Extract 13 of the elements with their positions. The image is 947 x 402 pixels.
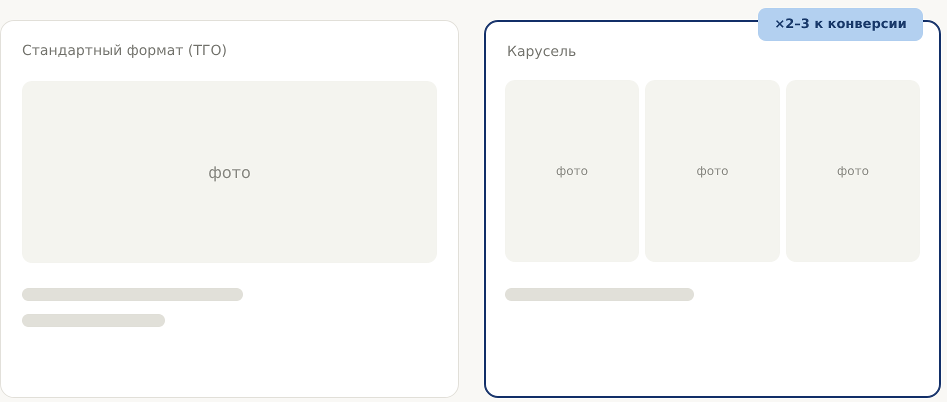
photo-caption: фото xyxy=(837,164,869,178)
photo-caption: фото xyxy=(696,164,728,178)
photo-caption: фото xyxy=(556,164,588,178)
text-placeholder-bar xyxy=(22,288,243,301)
conversion-badge xyxy=(758,8,923,41)
text-placeholder-bar xyxy=(22,314,165,327)
card-title: Карусель xyxy=(507,44,576,60)
text-placeholder-bar xyxy=(505,288,694,301)
photo-caption: фото xyxy=(208,162,251,182)
ad-card xyxy=(484,20,941,398)
card-title: Стандартный формат (ТГО) xyxy=(22,43,227,59)
ad-card xyxy=(0,20,459,398)
badge-label: ×2–3 к конверсии xyxy=(774,17,907,32)
